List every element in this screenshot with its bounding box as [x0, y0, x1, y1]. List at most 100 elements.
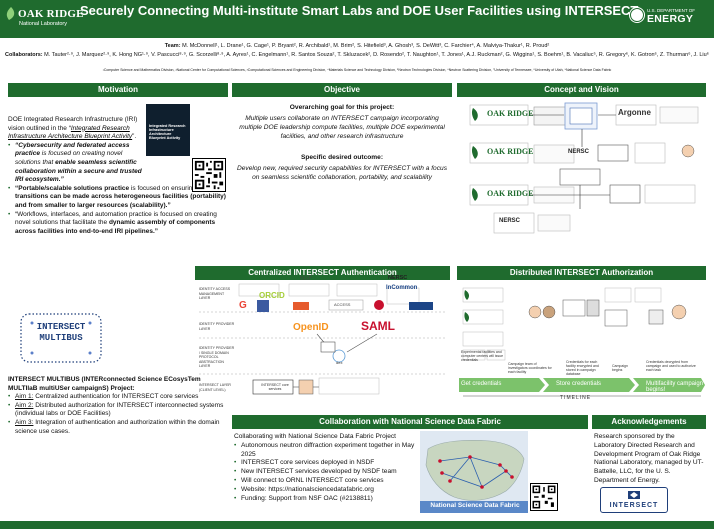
objective-body: Overarching goal for this project: Multi…	[234, 103, 450, 182]
header-bar: OAK RIDGE National Laboratory Securely C…	[0, 0, 714, 38]
concept-nersc-label-1: NERSC	[568, 149, 590, 155]
nsdf-bullet-4: Will connect to ORNL INTERSECT core serv…	[234, 477, 424, 486]
book-title: Integrated Research Infrastructure Archi…	[149, 124, 186, 140]
aim-2-label: Aim 2:	[15, 401, 34, 409]
collaborator-list: M. Tauter²·⁹, J. Marquez²·⁹, K. Hong NG¹…	[44, 51, 709, 58]
provider-incommon: InCommon	[386, 285, 418, 291]
multibus-line1: INTERSECT	[36, 322, 86, 332]
nsdf-intro: Collaborating with National Science Data…	[234, 433, 396, 440]
outcome-text: Develop new, required security capabilit…	[237, 165, 447, 181]
aim-1-text: Centralized authentication for INTERSECT…	[33, 393, 199, 401]
ornl-logo-line1: OAK RIDGE	[18, 8, 84, 20]
authz-step-2: Store credentials	[556, 381, 602, 387]
concept-ornl-label-1: OAK RIDGE	[487, 109, 534, 118]
intersect-logo: INTERSECT	[600, 487, 668, 513]
layer-label-idp: IDENTITY PROVIDER LAYER	[199, 322, 235, 331]
bullet2-bold: “Portable/scalable solutions practice	[15, 184, 130, 192]
svg-text:OpenID: OpenID	[293, 322, 329, 333]
aim-3-label: Aim 3:	[15, 418, 34, 426]
aim-2-text: Distributed authorization for INTERSECT …	[15, 401, 224, 418]
bullet1-bold2: enable seamless scientific collaboration…	[15, 158, 142, 184]
authz-diagram	[459, 287, 705, 397]
nsdf-body: Collaborating with National Science Data…	[234, 433, 424, 503]
authz-note-2: Campaign team of investigators coordinat…	[508, 362, 552, 374]
nsdf-bullet-2: INTERSECT core services deployed in NSDF	[234, 459, 424, 468]
ack-heading: Acknowledgements	[592, 415, 706, 429]
bullet-portable: “Portable/scalable solutions practice is…	[8, 185, 228, 211]
authz-heading: Distributed INTERSECT Authorization	[457, 266, 706, 280]
aim-3-text: Integration of authentication and author…	[15, 418, 220, 435]
project-title: INTERSECT MULTIBUS (INTERconnected Scien…	[8, 376, 201, 392]
motivation-bullets-2: “Portable/scalable solutions practice is…	[8, 185, 228, 237]
multibus-logo	[20, 313, 102, 363]
team-label: Team:	[164, 43, 181, 49]
aim-1-label: Aim 1:	[15, 393, 34, 401]
bullet3-plain: “Workflows, interfaces, and automation p…	[15, 210, 217, 227]
aim-1: Aim 1: Centralized authentication for IN…	[8, 393, 228, 402]
layer-label-abstraction: IDENTITY PROVIDER / SINGLE DOMAIN PROTOC…	[199, 346, 235, 368]
concept-argonne-label: Argonne	[618, 108, 651, 117]
auth-diagram: G ORCID OpenID SAML	[199, 283, 447, 395]
objective-heading: Objective	[232, 83, 452, 97]
blueprint-qr-code[interactable]	[192, 158, 226, 192]
intersect-core-label: INTERSECT core services	[261, 383, 289, 391]
goal-title: Overarching goal for this project:	[289, 104, 395, 111]
provider-nsf: NSF	[300, 276, 312, 282]
motivation-body: DOE Integrated Research Infrastructure (…	[8, 99, 228, 236]
authz-note-3: Credentials for each facility encrypted …	[566, 360, 599, 376]
doe-logo: U.S. DEPARTMENT OF ENERGY	[630, 6, 710, 32]
authz-step-1: Get credentials	[461, 381, 502, 387]
aim-3: Aim 3: Integration of authentication and…	[8, 419, 228, 436]
nsdf-bullet-3: New INTERSECT services developed by NSDF…	[234, 468, 424, 477]
project-block: INTERSECT MULTIBUS (INTERconnected Scien…	[8, 376, 228, 436]
bullet-cybersecurity: “Cybersecurity and federated access prac…	[8, 142, 144, 185]
layer-label-client: INTERSECT LAYER (CLIENT LEVEL)	[199, 383, 231, 392]
bullet1-rest: is focused on creating novel solutions t…	[15, 150, 123, 166]
bullet2-bold2: transitions can be made across heterogen…	[15, 193, 226, 209]
author-block: Team: M. McDonnell¹, L. Drane¹, G. Cage¹…	[0, 42, 714, 59]
blueprint-cover: Integrated Research Infrastructure Archi…	[146, 104, 190, 156]
team-list: M. McDonnell¹, L. Drane¹, G. Cage¹, P. B…	[182, 43, 550, 49]
nsdf-map	[420, 431, 528, 513]
ornl-logo-line2: National Laboratory	[19, 21, 68, 27]
bullet-workflows: “Workflows, interfaces, and automation p…	[8, 211, 228, 237]
authz-note-1: Experimental facilities and computer cen…	[461, 350, 504, 362]
ornl-leaf-icon	[6, 7, 15, 20]
provider-access: ACCESS	[334, 302, 351, 307]
nsdf-bullet-6: Funding: Support from NSF OAC (#2138811)	[234, 495, 424, 504]
layer-label-iam: IDENTITY ACCESS MANAGEMENT LAYER	[199, 287, 231, 300]
ornl-logo: OAK RIDGE National Laboratory	[5, 5, 83, 33]
motivation-heading: Motivation	[8, 83, 228, 97]
authz-note-4: Campaign begins	[612, 364, 628, 372]
blueprint-link[interactable]: Integrated Research Infrastructure Archi…	[8, 124, 133, 141]
nsdf-bullet-5[interactable]: Website: https://nationalsciencedatafabr…	[234, 486, 424, 495]
doe-logo-line1: U.S. DEPARTMENT OF	[647, 8, 696, 13]
concept-diagram	[469, 102, 699, 234]
svg-text:G: G	[239, 300, 247, 311]
nsdf-qr-code[interactable]	[530, 483, 558, 511]
bullet1-bold: “Cybersecurity and federated access prac…	[15, 141, 130, 158]
intersect-logo-icon	[628, 491, 640, 499]
aims-list: Aim 1: Centralized authentication for IN…	[8, 393, 228, 436]
nsdf-bullet-1: Autonomous neutron diffraction experimen…	[234, 442, 424, 460]
concept-ornl-label-2: OAK RIDGE	[487, 147, 534, 156]
multibus-line2: MULTIBUS	[39, 333, 83, 343]
authz-step-3: Multifacility campaign begins!	[646, 381, 704, 393]
poster-title: Securely Connecting Multi-institute Smar…	[80, 3, 639, 18]
nsdf-heading: Collaboration with National Science Data…	[232, 415, 588, 429]
footer-bar	[0, 521, 714, 529]
bullet2-rest: is focused on ensuring that	[129, 184, 209, 192]
outcome-title: Specific desired outcome:	[300, 154, 384, 161]
intro-text: DOE Integrated Research Infrastructure (…	[8, 116, 138, 132]
doe-logo-line2: ENERGY	[647, 13, 694, 25]
concept-ornl-label-3: OAK RIDGE	[487, 189, 534, 198]
svg-text:ORCID: ORCID	[259, 291, 285, 300]
motivation-bullets: “Cybersecurity and federated access prac…	[8, 142, 144, 185]
concept-heading: Concept and Vision	[457, 83, 706, 97]
intersect-logo-text: INTERSECT	[609, 502, 659, 509]
concept-nersc-label-2: NERSC	[499, 218, 521, 224]
auth-heading: Centralized INTERSECT Authentication	[195, 266, 450, 280]
multibus-text: INTERSECT MULTIBUS	[20, 322, 102, 344]
provider-nersc: NERSC	[388, 275, 408, 281]
authz-note-5: Credentials decrypted from campaign and …	[646, 360, 696, 372]
